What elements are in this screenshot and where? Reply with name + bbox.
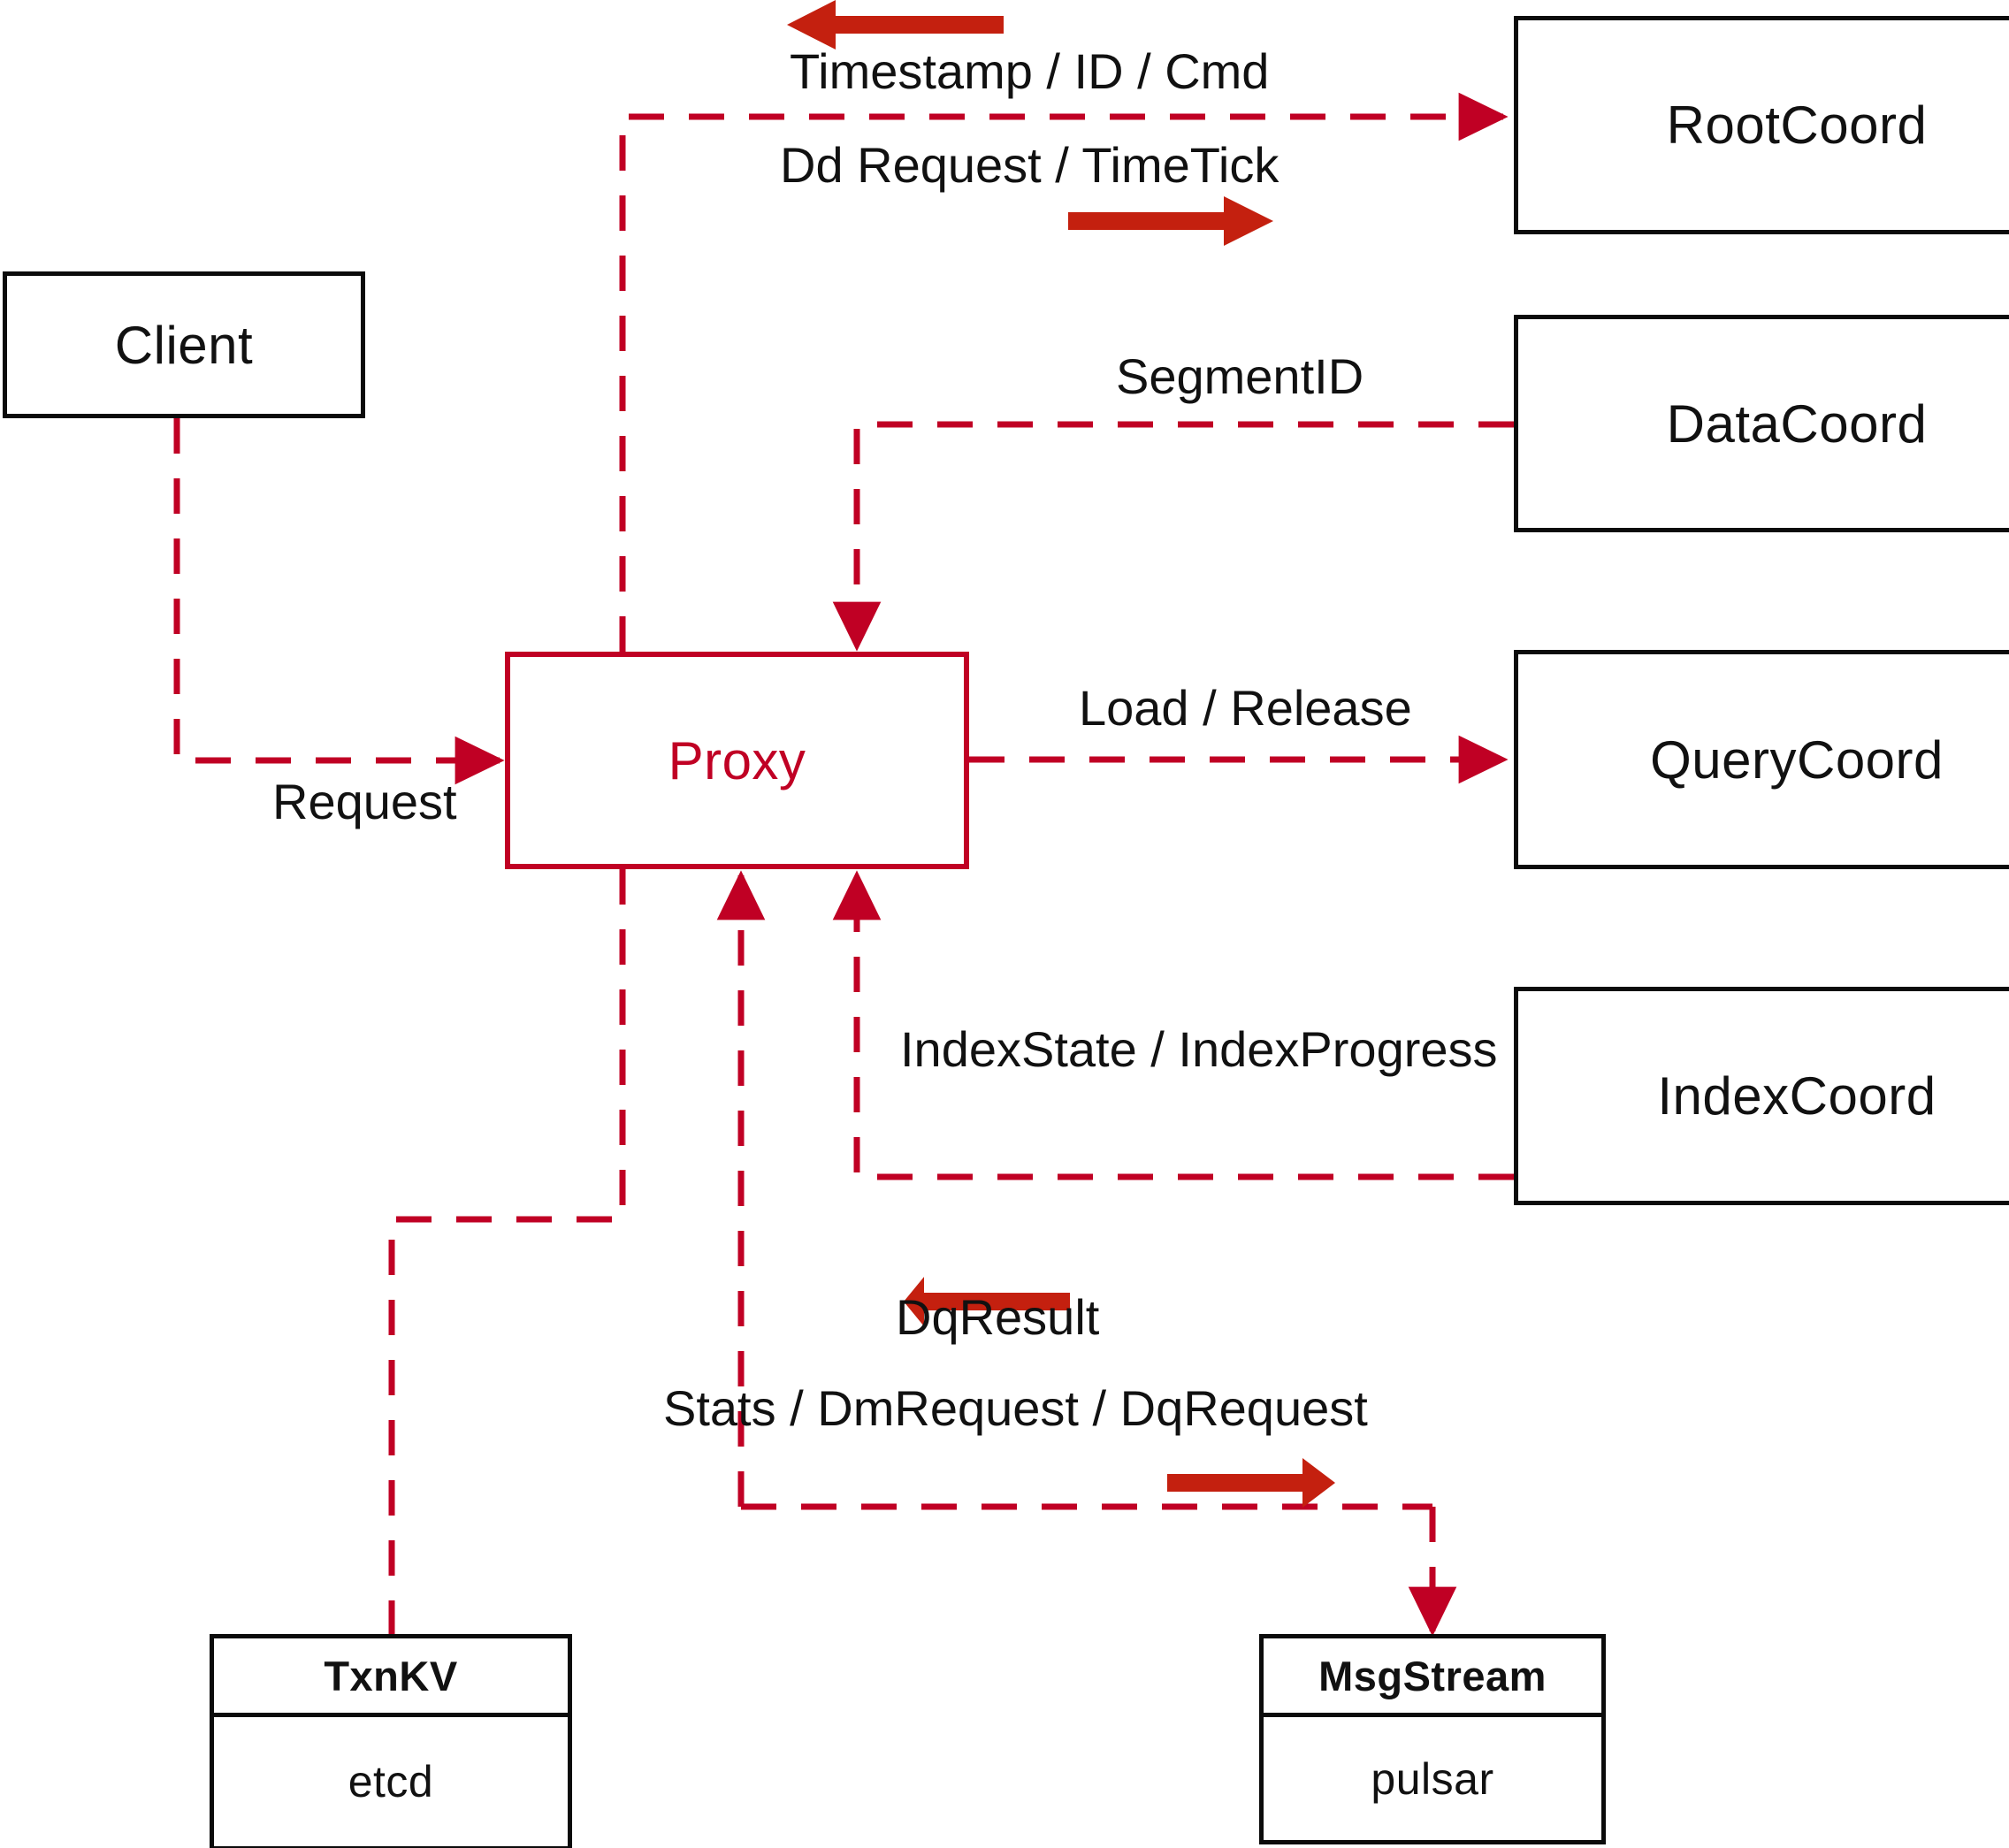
wire-index-state-progress xyxy=(832,870,1514,1180)
node-msgstream-body: pulsar xyxy=(1264,1717,1601,1840)
node-txnkv-body: etcd xyxy=(214,1717,568,1846)
direction-arrow-stats-dm-dq-request xyxy=(1167,1458,1335,1508)
node-msgstream-header: MsgStream xyxy=(1264,1638,1601,1717)
wire-segment-id xyxy=(832,421,1514,652)
node-msgstream-impl: pulsar xyxy=(1371,1753,1494,1804)
node-root-coord-label: RootCoord xyxy=(1666,95,1928,155)
edge-label-request: Request xyxy=(272,774,457,829)
direction-arrow-group xyxy=(787,0,1335,1508)
node-proxy[interactable]: Proxy xyxy=(505,652,969,869)
node-client-label: Client xyxy=(114,315,254,375)
node-txnkv[interactable]: TxnKV etcd xyxy=(210,1634,572,1848)
node-txnkv-header: TxnKV xyxy=(214,1638,568,1717)
node-query-coord-label: QueryCoord xyxy=(1650,729,1944,790)
node-msgstream-title: MsgStream xyxy=(1318,1652,1547,1699)
edge-label-dq-result: DqResult xyxy=(896,1289,1100,1345)
edge-label-segment-id: SegmentID xyxy=(1116,348,1364,404)
wire-request xyxy=(173,418,505,785)
node-txnkv-title: TxnKV xyxy=(324,1652,458,1699)
direction-arrow-timestamp-id-cmd xyxy=(787,0,1004,50)
node-index-coord-label: IndexCoord xyxy=(1657,1066,1936,1126)
edge-label-dd-request-timetick: Dd Request / TimeTick xyxy=(780,137,1279,193)
edge-label-load-release: Load / Release xyxy=(1079,680,1412,736)
wire-proxy-txnkv xyxy=(388,869,626,1634)
node-data-coord[interactable]: DataCoord xyxy=(1514,315,2009,532)
node-query-coord[interactable]: QueryCoord xyxy=(1514,650,2009,869)
node-data-coord-label: DataCoord xyxy=(1666,393,1928,454)
edge-label-index-state-progress: IndexState / IndexProgress xyxy=(900,1021,1498,1077)
node-index-coord[interactable]: IndexCoord xyxy=(1514,987,2009,1205)
wire-dd-request-timetick xyxy=(619,92,1509,652)
node-txnkv-impl: etcd xyxy=(348,1757,434,1806)
node-proxy-label: Proxy xyxy=(668,730,806,790)
edge-label-timestamp-id-cmd: Timestamp / ID / Cmd xyxy=(790,43,1270,99)
direction-arrow-dq-result xyxy=(904,1277,1070,1326)
node-root-coord[interactable]: RootCoord xyxy=(1514,16,2009,234)
direction-arrow-dd-request-timetick xyxy=(1068,196,1273,246)
edge-label-stats-dm-dq-request: Stats / DmRequest / DqRequest xyxy=(663,1380,1368,1436)
node-client[interactable]: Client xyxy=(3,271,365,418)
node-msgstream[interactable]: MsgStream pulsar xyxy=(1259,1634,1606,1844)
